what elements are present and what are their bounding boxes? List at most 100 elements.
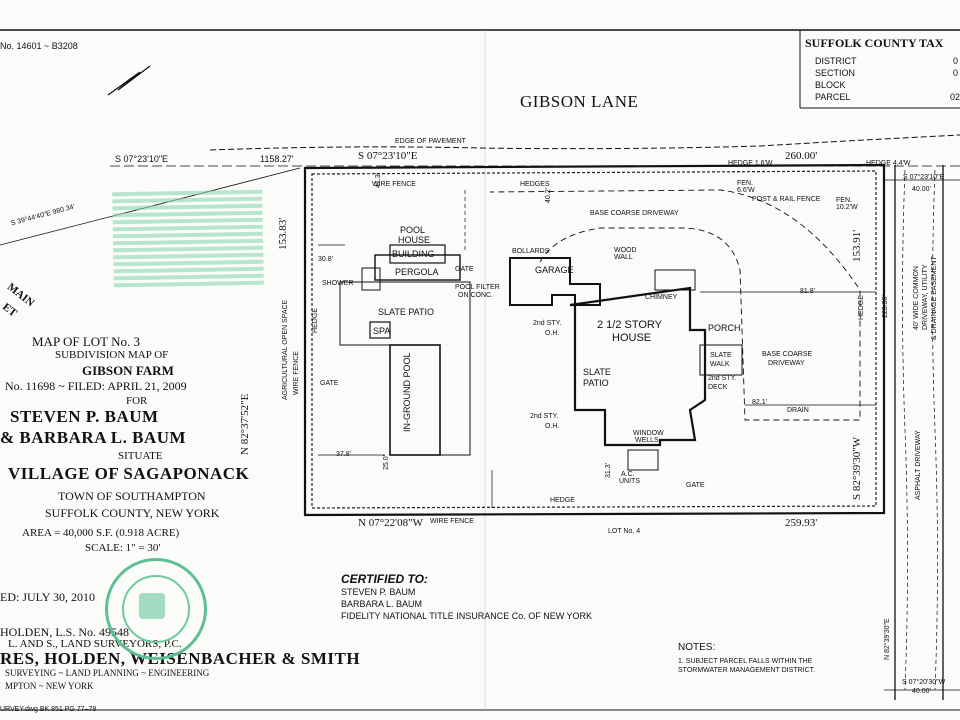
surveyor-seal [105, 558, 207, 660]
fence-right-label-2: 10.2'W [836, 204, 858, 211]
tax-value-parcel: 02 [950, 92, 960, 102]
dim-25-0: 25.0' [383, 455, 390, 470]
firm-short: L. AND S., LAND SURVEYORS, P.C. [8, 638, 182, 650]
porch-label: PORCH [708, 323, 741, 333]
fence-right-label: FEN. [836, 197, 852, 204]
bearing-west: N 82°37'52"E [239, 393, 251, 455]
slate-patio-2-label: SLATE [583, 367, 611, 377]
bearing-north-left: S 07°23'10"E [115, 154, 169, 164]
slate-walk-label: SLATE [710, 352, 732, 359]
pool-filter-label-2: ON CONC. [458, 292, 493, 299]
slate-walk-label-2: WALK [710, 361, 730, 368]
seal-inner-ring [122, 575, 190, 643]
post-rail-fence-label: POST & RAIL FENCE [752, 196, 821, 203]
road-name: GIBSON LANE [520, 92, 639, 111]
seal-emblem [139, 593, 165, 619]
county-name: SUFFOLK COUNTY, NEW YORK [45, 506, 220, 520]
tax-field-section: SECTION [815, 68, 856, 78]
bollards-label: BOLLARDS [512, 248, 550, 255]
slate-patio-2-label-2: PATIO [583, 378, 609, 388]
house-label: 2 1/2 STORY [597, 319, 663, 331]
hedge-bottom-label: HEDGE [550, 497, 575, 504]
certified-name-3: FIDELITY NATIONAL TITLE INSURANCE Co. OF… [341, 611, 593, 621]
overhang-2-label: 2nd STY. [530, 413, 559, 420]
deck-label: 2nd STY. [708, 375, 737, 382]
overhang-1-label: 2nd STY. [533, 320, 562, 327]
spa-label: SPA [373, 326, 391, 336]
common-driveway-label-2: DRIVEWAY, UTILITY [922, 264, 929, 330]
driveway-label: BASE COARSE DRIVEWAY [590, 210, 679, 217]
bearing-east: S 82°39'30"W [851, 436, 863, 500]
tax-map-title: SUFFOLK COUNTY TAX [805, 36, 944, 50]
wire-fence-side-label: WIRE FENCE [293, 351, 300, 395]
firm-name: RES, HOLDEN, WEISENBACHER & SMITH [0, 649, 361, 668]
dim-81-8: 81.8' [800, 288, 815, 295]
tax-field-block: BLOCK [815, 80, 846, 90]
overhang-2-label-2: O.H. [545, 423, 560, 430]
firm-services: SURVEYING ~ LAND PLANNING ~ ENGINEERING [5, 668, 210, 678]
slate-patio-label: SLATE PATIO [378, 307, 435, 317]
title-line-1: MAP OF LOT No. 3 [32, 334, 140, 349]
area-value: AREA = 40,000 S.F. (0.918 ACRE) [22, 527, 180, 539]
bearing-north-left-dist: 1158.27' [260, 154, 294, 164]
hedges-label: HEDGES [520, 181, 550, 188]
client-name-1: STEVEN P. BAUM [10, 407, 159, 426]
gate-2-label: GATE [320, 380, 339, 387]
dim-82-1: 82.1' [752, 399, 767, 406]
bearing-east-bottom: N 82°39'30"E [884, 618, 891, 660]
shower-label: SHOWER [322, 280, 354, 287]
wire-fence-bottom-label: WIRE FENCE [430, 518, 474, 525]
pool-house-label: POOL [400, 225, 426, 235]
asphalt-driveway-label: ASPHALT DRIVEWAY [915, 430, 922, 500]
hedge-top-label: HEDGE 1.6'W [728, 160, 773, 167]
common-driveway-label-3: & DRAINAGE EASEMENT [931, 256, 938, 340]
green-stamp-note [112, 187, 264, 291]
window-wells-label: WINDOW [633, 430, 664, 437]
pergola-label: PERGOLA [395, 267, 439, 277]
lot-4-label: LOT No. 4 [608, 528, 641, 535]
ac-units-label: A.C. [621, 471, 635, 478]
bearing-south-dist: 259.93' [785, 517, 818, 529]
file-reference: URVEY.dwg BK 851 PG 77–78 [0, 706, 97, 713]
certified-name-2: BARBARA L. BAUM [341, 599, 423, 609]
bearing-north-dist: 260.00' [785, 150, 818, 162]
edge-of-pavement: EDGE OF PAVEMENT [395, 138, 466, 145]
window-wells-label-2: WELLS [635, 437, 659, 444]
hedge-left-label: HEDGE [312, 308, 319, 333]
bearing-east-top-dist: 40.00' [912, 186, 931, 193]
driveway-2-label: BASE COARSE [762, 351, 813, 358]
hedge-44-label: HEDGE 4.4'W [866, 160, 911, 167]
overhang-1-label-2: O.H. [545, 330, 560, 337]
bearing-east-bottom-2: S 07°20'30"W [902, 679, 946, 686]
tax-field-parcel: PARCEL [815, 92, 851, 102]
deck-label-2: DECK [708, 384, 728, 391]
tax-field-district: DISTRICT [815, 56, 857, 66]
bearing-west-dist: 153.83' [277, 217, 289, 250]
dim-31-3: 31.3' [605, 463, 612, 478]
bearing-south: N 07°22'08"W [358, 517, 423, 529]
tax-value-section: 0 [953, 68, 959, 78]
wood-wall-label: WOOD [614, 247, 637, 254]
garage-label: GARAGE [535, 265, 574, 275]
pool-house-label-3: BUILDING [392, 249, 435, 259]
gate-3-label: GATE [686, 482, 705, 489]
dim-40-2: 40.2' [545, 188, 552, 203]
bearing-north: S 07°23'10"E [358, 150, 418, 162]
pool-label: IN-GROUND POOL [402, 352, 412, 432]
driveway-2-label-2: DRIVEWAY [768, 360, 805, 367]
surveyor-name: HOLDEN, L.S. No. 49548 [0, 625, 129, 639]
pool-house-label-2: HOUSE [398, 235, 431, 245]
fence-top-label-2: 6.6'W [737, 187, 755, 194]
wire-fence-top-label: WIRE FENCE [372, 181, 416, 188]
drain-label: DRAIN [787, 407, 809, 414]
firm-location: MPTON ~ NEW YORK [5, 681, 94, 691]
notes-heading: NOTES: [678, 642, 716, 653]
pool-filter-label: POOL FILTER [455, 284, 500, 291]
fence-top-label: FEN. [737, 180, 753, 187]
gate-1-label: GATE [455, 266, 474, 273]
dim-30-8: 30.8' [318, 256, 333, 263]
common-driveway-label: 40' WIDE COMMON [913, 266, 920, 330]
tax-value-district: 0 [953, 56, 959, 66]
date-value: ED: JULY 30, 2010 [0, 590, 96, 604]
note-1: 1. SUBJECT PARCEL FALLS WITHIN THE [678, 658, 813, 665]
